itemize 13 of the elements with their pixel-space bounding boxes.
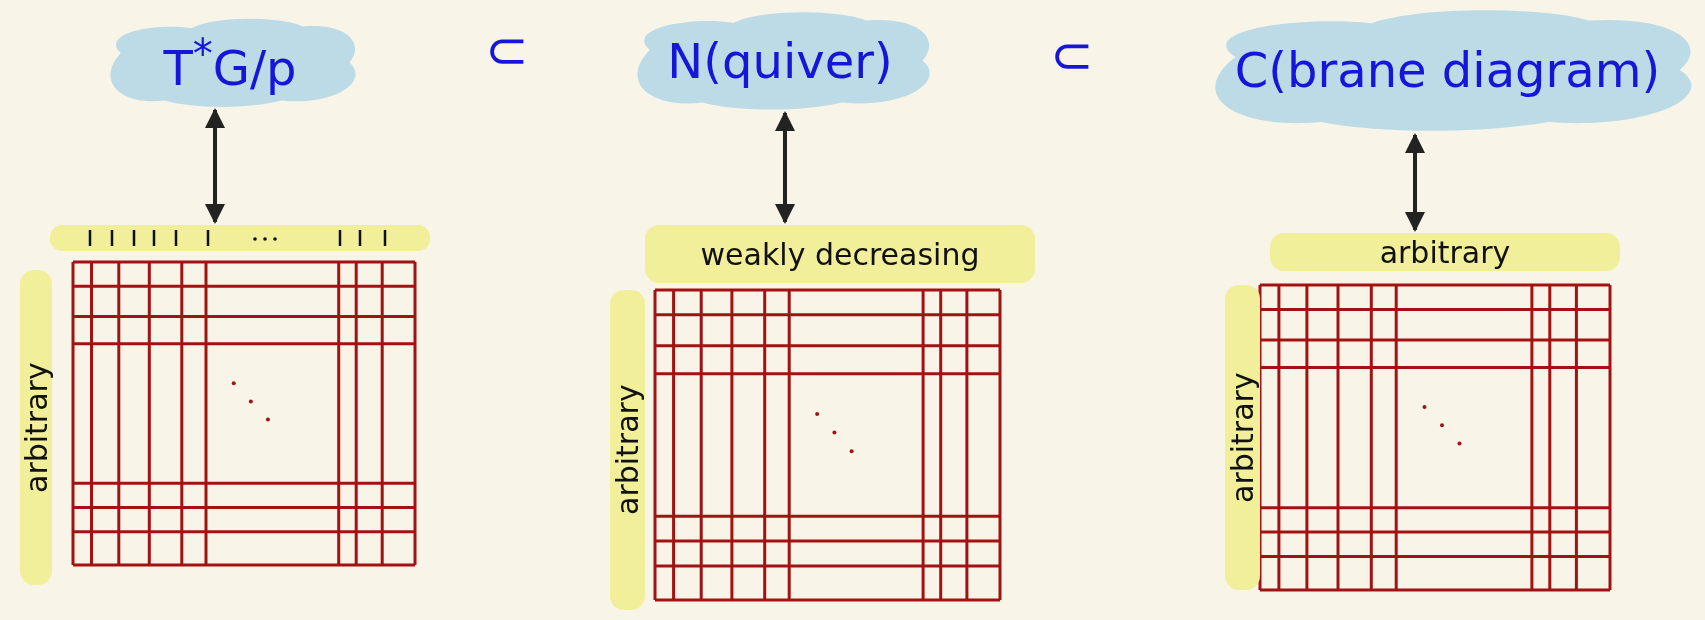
- highlighted-label: weakly decreasing: [645, 225, 1035, 283]
- math-expression: C(brane diagram): [1233, 42, 1662, 98]
- math-expression: N(quiver): [666, 32, 894, 89]
- double-arrow: [205, 108, 225, 224]
- math-expression: T$^{*}$G/p: [162, 30, 298, 95]
- double-arrow: [775, 111, 795, 224]
- highlighted-label: arbitrary: [610, 290, 645, 610]
- subset-symbol: ⊂: [485, 20, 529, 80]
- highlighted-label: arbitrary: [1225, 285, 1260, 590]
- highlighted-label: arbitrary: [20, 270, 52, 585]
- double-arrow: [1405, 133, 1425, 232]
- subset-symbol: ⊂: [1050, 25, 1094, 85]
- highlighted-label: arbitrary: [1270, 233, 1620, 271]
